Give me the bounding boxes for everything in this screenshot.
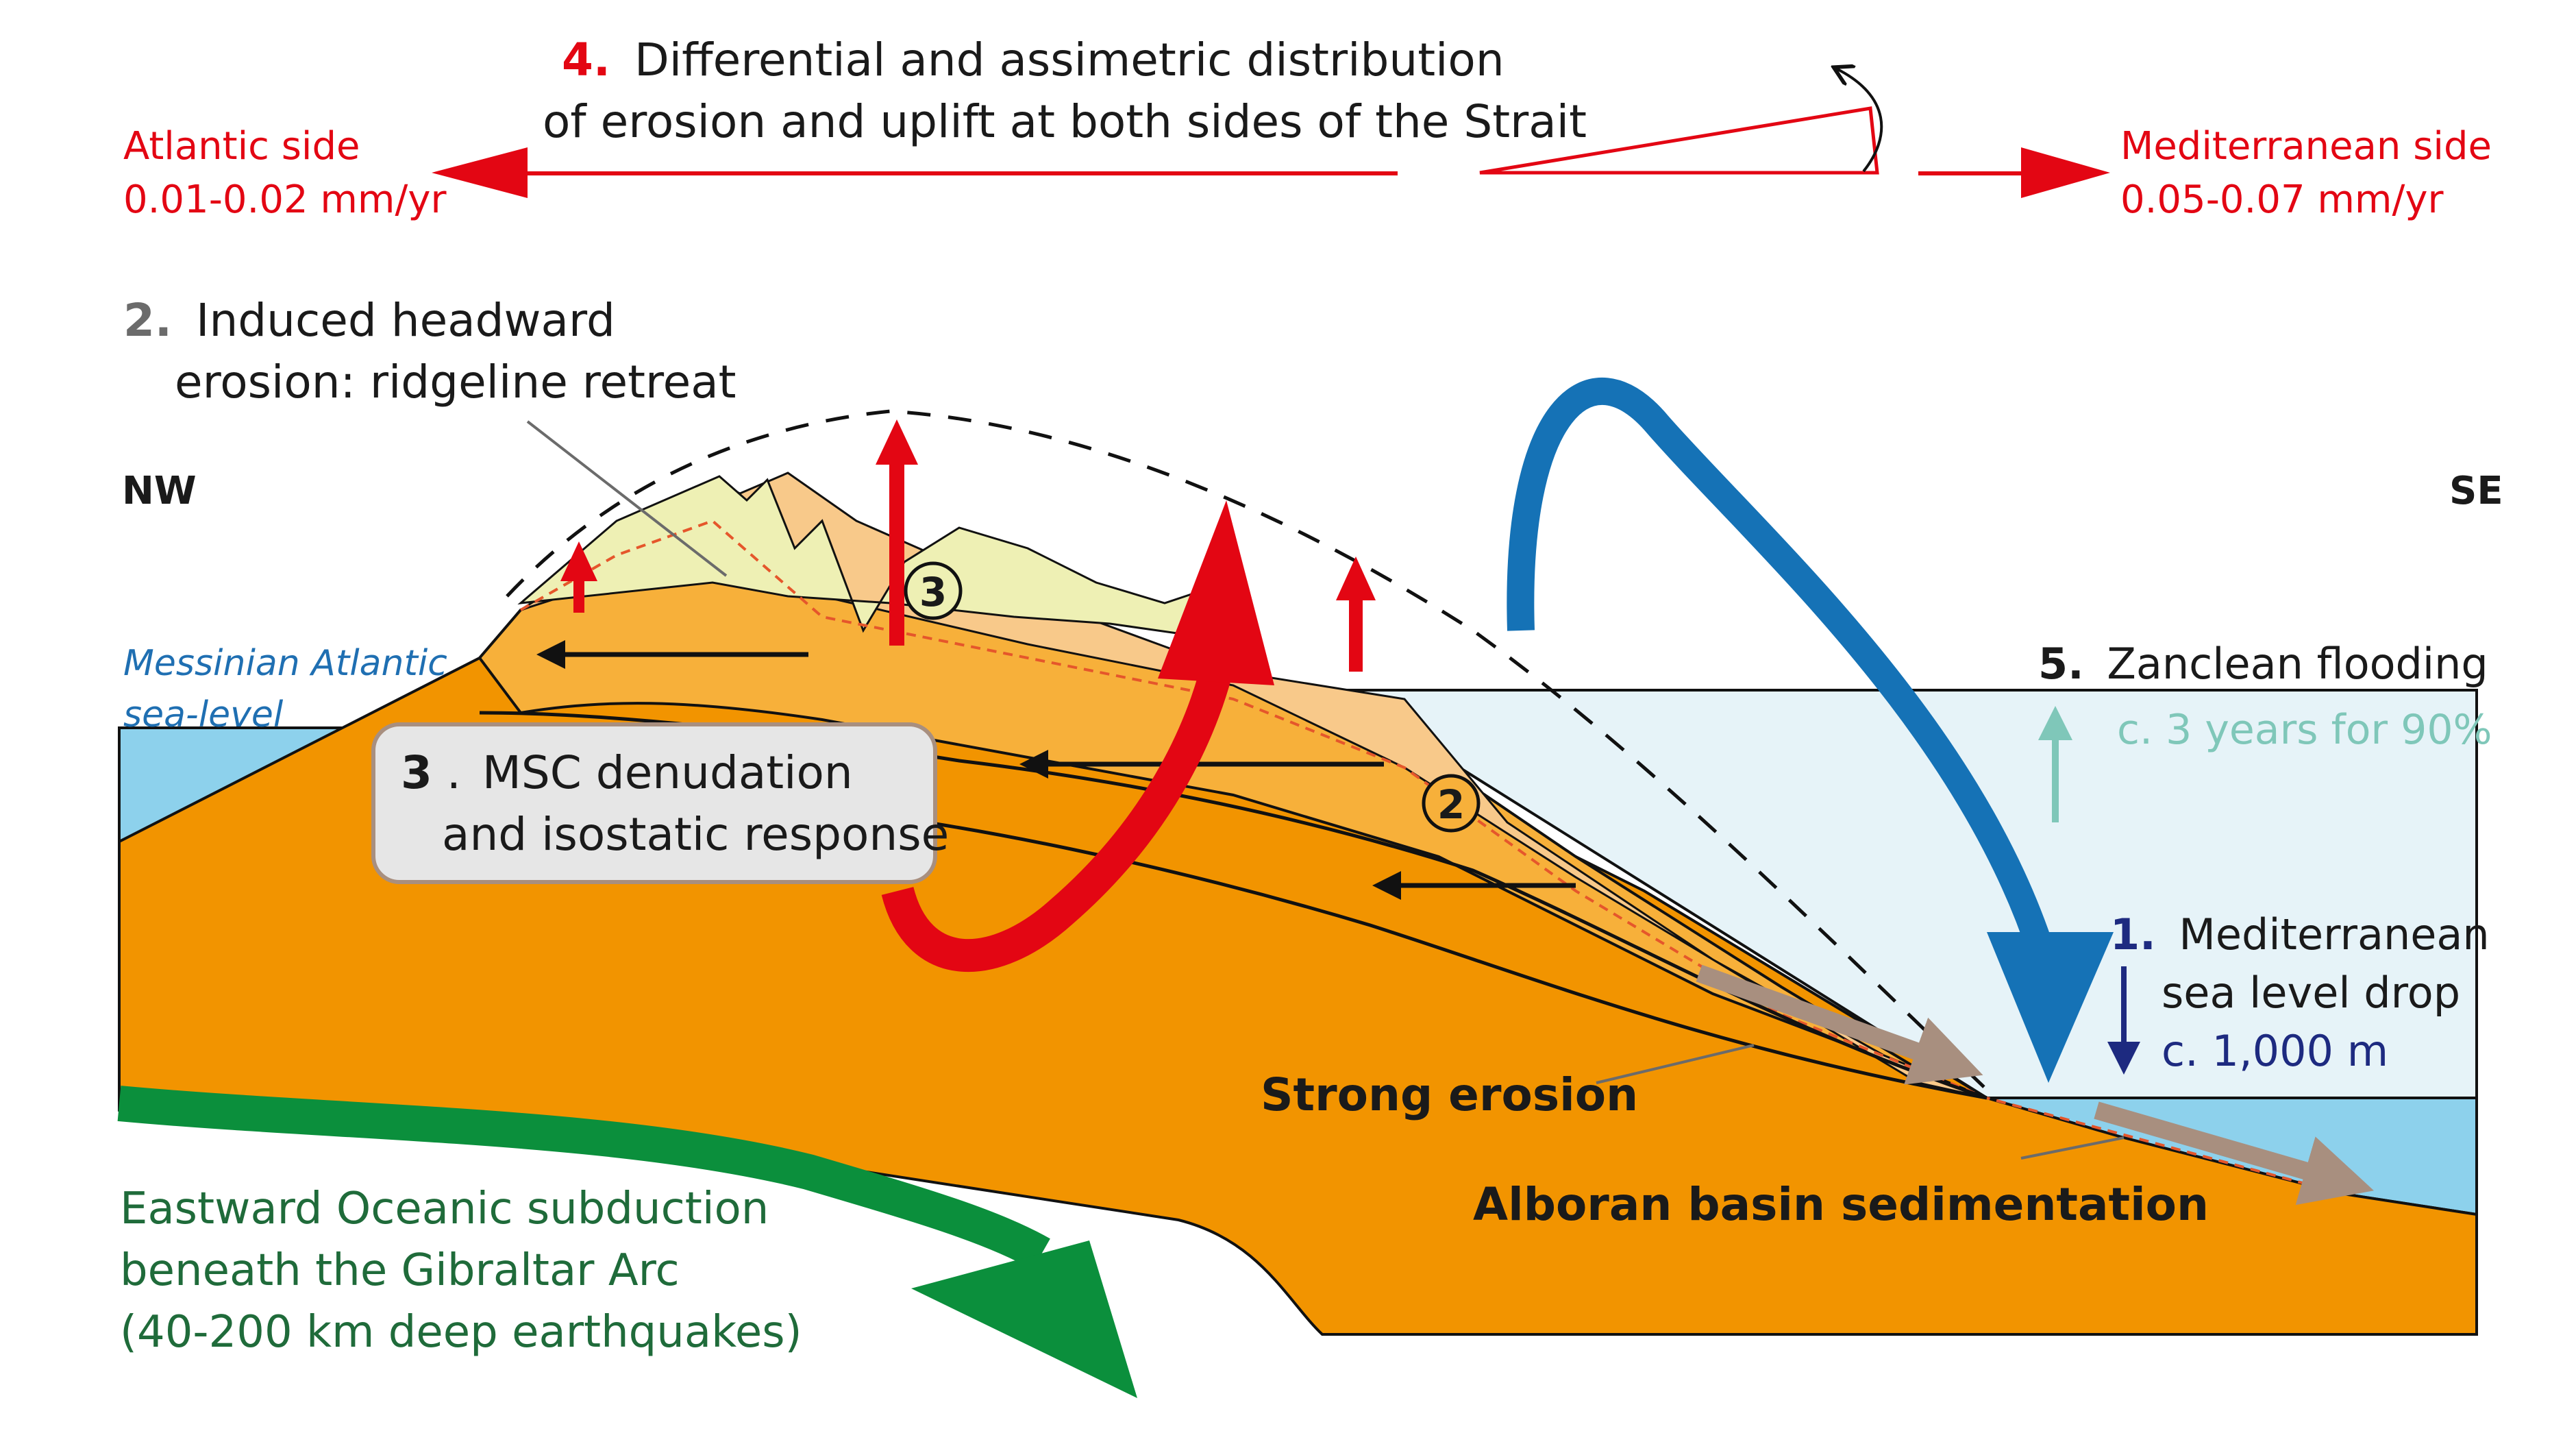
leader-strong-erosion bbox=[1596, 1044, 1755, 1084]
uplift-arrow-small-1 bbox=[560, 541, 597, 613]
circle-2-marker bbox=[1422, 774, 1481, 833]
item1-heading-line2: sea level drop bbox=[2162, 968, 2460, 1018]
item3-heading-line2: and isostatic response bbox=[442, 808, 949, 861]
mediterranean-rate-label: 0.05-0.07 mm/yr bbox=[2120, 178, 2444, 222]
atlantic-rate-label: 0.01-0.02 mm/yr bbox=[123, 178, 447, 222]
circle-3-marker bbox=[904, 561, 963, 620]
item3-callout-box bbox=[371, 722, 937, 884]
sediment-flow-lower bbox=[2094, 1101, 2374, 1206]
subduction-label-line1: Eastward Oceanic subduction bbox=[120, 1184, 769, 1234]
item5-heading: 5. Zanclean flooding bbox=[2038, 639, 2488, 689]
subduction-label-line3: (40-200 km deep earthquakes) bbox=[120, 1307, 802, 1358]
tilt-wedge-icon bbox=[1479, 106, 1879, 175]
atlantic-direction-arrow bbox=[432, 147, 1398, 198]
item2-heading-line2: erosion: ridgeline retreat bbox=[175, 356, 736, 408]
mediterranean-direction-arrow bbox=[1918, 147, 2110, 198]
atlantic-side-label: Atlantic side bbox=[123, 124, 360, 169]
circle-2-number: 2 bbox=[1437, 781, 1465, 828]
zanclean-flooding-arrow bbox=[1507, 377, 2055, 957]
nw-label: NW bbox=[122, 469, 197, 513]
strong-erosion-label: Strong erosion bbox=[1261, 1068, 1638, 1121]
zanclean-flooding-arrowhead bbox=[1987, 932, 2114, 1083]
isostatic-response-arrowhead bbox=[1158, 500, 1274, 685]
item1-heading-line3: c. 1,000 m bbox=[2162, 1026, 2388, 1076]
item3-heading: 3 . MSC denudation bbox=[401, 746, 853, 799]
item4-heading: 4. Differential and assimetric distribut… bbox=[562, 34, 1504, 86]
item5-subtitle: c. 3 years for 90% bbox=[2117, 706, 2492, 754]
leader-headward-erosion bbox=[526, 420, 728, 577]
messinian-label-line2: sea-level bbox=[123, 694, 284, 735]
subduction-arrow bbox=[117, 1086, 1050, 1270]
item1-heading: 1. Mediterranean bbox=[2110, 909, 2490, 959]
subduction-arrowhead bbox=[911, 1240, 1137, 1398]
messinian-label: Messinian Atlantic bbox=[123, 643, 447, 684]
mediterranean-side-label: Mediterranean side bbox=[2120, 124, 2492, 169]
leader-alboran bbox=[2020, 1136, 2125, 1160]
item2-heading: 2. Induced headward bbox=[123, 294, 615, 347]
subduction-label-line2: beneath the Gibraltar Arc bbox=[120, 1245, 680, 1296]
tilt-rotation-arrow bbox=[1836, 69, 1883, 173]
uplift-arrow-small-2 bbox=[1336, 556, 1376, 672]
erosion-surface-line bbox=[520, 519, 2344, 1195]
uplift-arrow-tall bbox=[876, 419, 918, 646]
se-label: SE bbox=[2449, 469, 2503, 513]
thrust-line-lower bbox=[821, 807, 1987, 1100]
alboran-label: Alboran basin sedimentation bbox=[1473, 1178, 2209, 1231]
circle-3-number: 3 bbox=[919, 569, 947, 615]
item4-heading-line2: of erosion and uplift at both sides of t… bbox=[543, 95, 1587, 148]
isostatic-response-arrow bbox=[881, 654, 1236, 973]
sediment-flow-upper bbox=[1696, 964, 1983, 1085]
layer-light-orange bbox=[478, 533, 1987, 1099]
paleo-ridge-outline bbox=[506, 409, 1988, 1091]
